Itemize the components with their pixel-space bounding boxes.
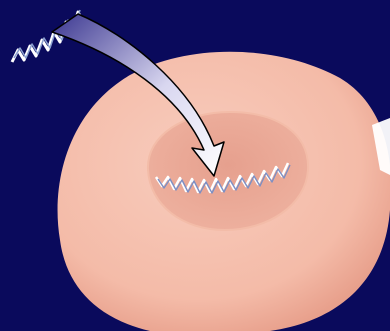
gene-insertion-diagram [0,0,390,331]
diagram-stage [0,0,390,331]
